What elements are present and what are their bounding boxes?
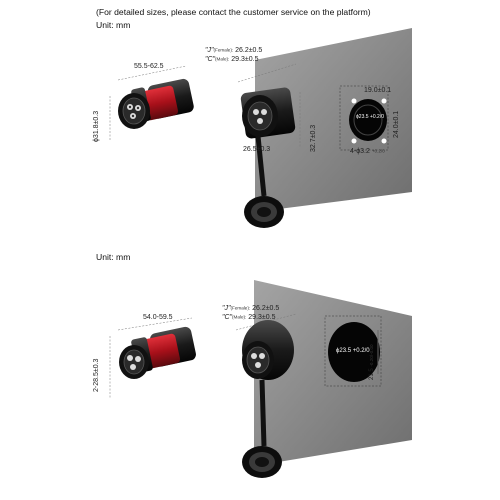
top-female-label: "J"(Female): 26.2±0.5: [205, 47, 263, 54]
bottom-length-dimension: 54.0-59.5: [143, 314, 173, 321]
unit-label-bottom: Unit: mm: [96, 252, 131, 262]
top-diameter-dimension: ϕ31.8±0.3: [93, 110, 100, 142]
top-length-dimension: 55.5-62.5: [134, 63, 164, 70]
hole-spacing-horizontal: 19.0±0.1: [364, 87, 392, 94]
bottom-male-label: "C"(Male): 29.3±0.5: [222, 314, 276, 321]
bottom-panel: [254, 280, 412, 466]
bottom-panel-connector: [235, 313, 297, 478]
unit-label-top: Unit: mm: [96, 20, 131, 30]
top-cutout-dimension: ϕ23.5 +0.2/0: [356, 114, 384, 120]
bottom-female-label: "J"(Female): 26.2±0.5: [222, 305, 280, 312]
top-cable-connector: [109, 65, 194, 140]
top-height-dimension: 32.7±0.3: [310, 124, 317, 152]
bottom-flat-dimension: 21.5 -0.20/-0.00: [369, 344, 376, 380]
top-panel: [255, 28, 412, 212]
hole-spacing-vertical: 24.0±0.1: [393, 110, 400, 138]
contact-note: (For detailed sizes, please contact the …: [96, 7, 371, 17]
top-width-dimension: 26.5±0.3: [243, 146, 271, 153]
top-male-label: "C"(Male): 29.3±0.5: [205, 56, 259, 63]
top-panel-connector: [237, 63, 301, 228]
bottom-diameter-dimension: 2-28.5±0.3: [93, 358, 100, 392]
screw-hole-dimension: 4-ϕ3.2 +0.2/0: [350, 148, 385, 155]
bottom-cutout-dimension: ϕ23.5 +0.2/0: [336, 348, 370, 354]
bottom-cable-connector: [109, 317, 196, 398]
